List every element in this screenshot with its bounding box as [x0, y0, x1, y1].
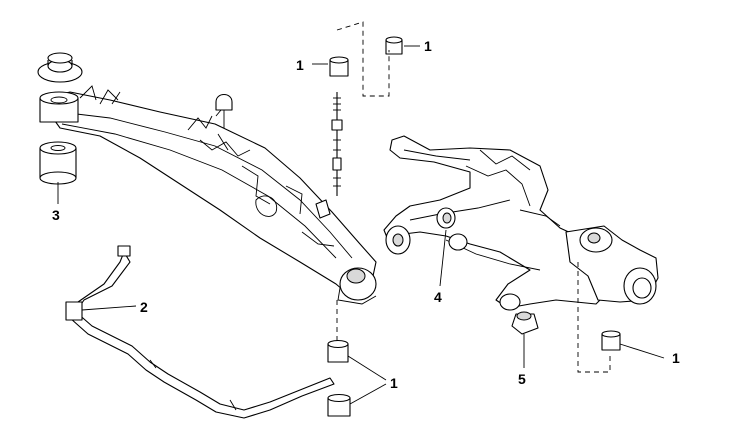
hub-bushing-spare — [601, 330, 621, 351]
arm-rear-bushing — [499, 293, 539, 335]
callout-1-bottom-right: 1 — [672, 350, 680, 366]
stabilizer-bar — [65, 245, 335, 419]
link-bushing-upper — [329, 56, 349, 77]
callout-3: 3 — [52, 207, 60, 223]
rear-subframe — [39, 85, 377, 297]
stabilizer-link-stud — [331, 92, 343, 196]
lower-control-arm — [383, 135, 611, 309]
callout-1-top-left: 1 — [296, 57, 304, 73]
hub-carrier — [565, 225, 659, 305]
callout-4: 4 — [434, 289, 442, 305]
arm-front-pivot — [385, 225, 411, 255]
callout-1-bottom-center: 1 — [390, 375, 398, 391]
subframe-bushing-installed — [39, 91, 79, 123]
link-bushing-upper-spare — [385, 36, 403, 55]
subframe-rear-bushing — [337, 267, 377, 305]
subframe-mount-bushing — [39, 141, 77, 185]
frame-bumper — [215, 93, 233, 128]
link-bushing-lower-a — [327, 339, 349, 363]
subframe-upper-mount — [37, 52, 83, 83]
callout-5: 5 — [518, 371, 526, 387]
callout-1-top-right: 1 — [424, 38, 432, 54]
dashed-bracket-top — [336, 21, 390, 97]
link-bushing-lower-b — [327, 393, 351, 417]
callout-2: 2 — [140, 299, 148, 315]
arm-bushing-installed — [436, 207, 456, 229]
dashed-guide-right — [577, 262, 611, 373]
arm-bushing-small — [448, 233, 468, 251]
leader-lines — [57, 45, 665, 405]
